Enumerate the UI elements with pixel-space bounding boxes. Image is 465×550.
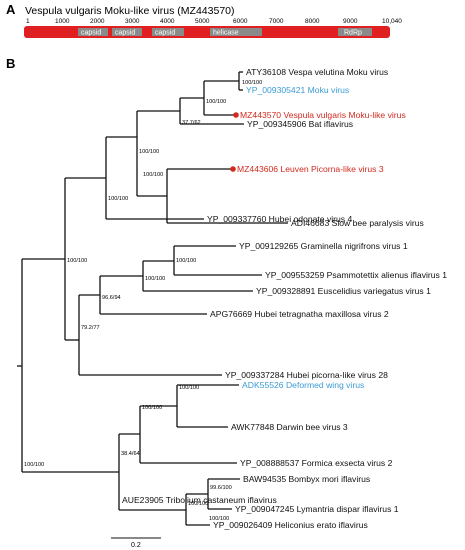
support-value: 100/100: [176, 258, 196, 264]
tip-label: YP_009345906 Bat iflavirus: [247, 119, 353, 129]
support-value: 100/100: [24, 462, 44, 468]
tip-label: MZ443606 Leuven Picorna-like virus 3: [237, 164, 384, 174]
tip-label: AUE23905 Tribolium castaneum iflavirus: [122, 495, 277, 505]
capsid-region: [112, 28, 142, 36]
support-value: 38.4/64: [121, 451, 140, 457]
tip-label: ADK55526 Deformed wing virus: [242, 380, 364, 390]
highlight-marker: [230, 166, 236, 172]
tip-label: YP_009305421 Moku virus: [246, 85, 349, 95]
tick-label: 7000: [269, 18, 284, 25]
tip-label: YP_009026409 Heliconius erato iflavirus: [213, 520, 368, 530]
tick-label: 2000: [90, 18, 105, 25]
support-value: 100/100: [242, 80, 262, 86]
support-value: 100/100: [67, 258, 87, 264]
support-value: 100/100: [179, 385, 199, 391]
genome-map: capsid capsid capsid helicase RdRp: [24, 26, 390, 38]
support-value: 37.7/62: [182, 120, 201, 126]
region-label: capsid: [115, 30, 135, 37]
tip-label: MZ443570 Vespula vulgaris Moku-like viru…: [240, 110, 406, 120]
rdrp-region: [338, 28, 372, 36]
highlight-marker: [233, 112, 239, 118]
tip-labels: ATY36108 Vespa velutina Moku virus YP_00…: [122, 67, 447, 530]
capsid-region: [152, 28, 184, 36]
tip-label: YP_009337284 Hubei picorna-like virus 28: [225, 370, 388, 380]
support-value: 79.2/77: [81, 325, 100, 331]
support-value: 100/100: [209, 516, 229, 522]
support-value: 100/100: [145, 276, 165, 282]
support-value: 100/100: [143, 172, 163, 178]
panel-a-title: Vespula vulgaris Moku-like virus (MZ4435…: [25, 5, 235, 17]
region-label: capsid: [155, 30, 175, 37]
tick-label: 5000: [195, 18, 210, 25]
tip-label: ADI46683 Slow bee paralysis virus: [291, 218, 424, 228]
tick-label: 8000: [305, 18, 320, 25]
support-value: 100/100: [188, 501, 208, 507]
tip-label: YP_008888537 Formica exsecta virus 2: [240, 458, 393, 468]
tip-label: YP_009129265 Graminella nigrifrons virus…: [239, 241, 408, 251]
tick-label: 6000: [233, 18, 248, 25]
tick-label: 10,040: [382, 18, 402, 25]
support-value: 100/100: [206, 99, 226, 105]
scale-bar-label: 0.2: [131, 542, 141, 549]
tip-label: YP_009047245 Lymantria dispar iflavirus …: [235, 504, 399, 514]
region-label: helicase: [213, 30, 239, 37]
tip-label: AWK77848 Darwin bee virus 3: [231, 422, 348, 432]
tip-label: ATY36108 Vespa velutina Moku virus: [246, 67, 388, 77]
tip-label: BAW94535 Bombyx mori iflavirus: [243, 474, 370, 484]
tip-label: YP_009328891 Euscelidius variegatus viru…: [256, 286, 431, 296]
tick-label: 3000: [125, 18, 140, 25]
panel-a-label: A: [6, 2, 16, 17]
tip-label: YP_009553259 Psammotettix alienus iflavi…: [265, 270, 447, 280]
support-value: 100/100: [139, 149, 159, 155]
tick-label: 1000: [55, 18, 70, 25]
support-value: 100/100: [142, 405, 162, 411]
support-values: 100/100 100/100 37.7/62 100/100 100/100 …: [24, 80, 262, 522]
panel-b-label: B: [6, 56, 15, 71]
region-label: RdRp: [344, 30, 362, 37]
tip-label: APG76669 Hubei tetragnatha maxillosa vir…: [210, 309, 389, 319]
helicase-region: [210, 28, 262, 36]
tip-label: YP_009337760 Hubei odonate virus 4: [207, 214, 352, 224]
support-value: 99.6/100: [210, 485, 232, 491]
tree-branches: [17, 71, 288, 526]
support-value: 100/100: [108, 196, 128, 202]
tick-label: 9000: [343, 18, 358, 25]
capsid-region: [78, 28, 108, 36]
region-label: capsid: [81, 30, 101, 37]
tick-label: 1: [26, 18, 30, 25]
support-value: 96.6/94: [102, 295, 121, 301]
tick-label: 4000: [160, 18, 175, 25]
genome-ticks: 1 1000 2000 3000 4000 5000 6000 7000 800…: [26, 18, 402, 25]
